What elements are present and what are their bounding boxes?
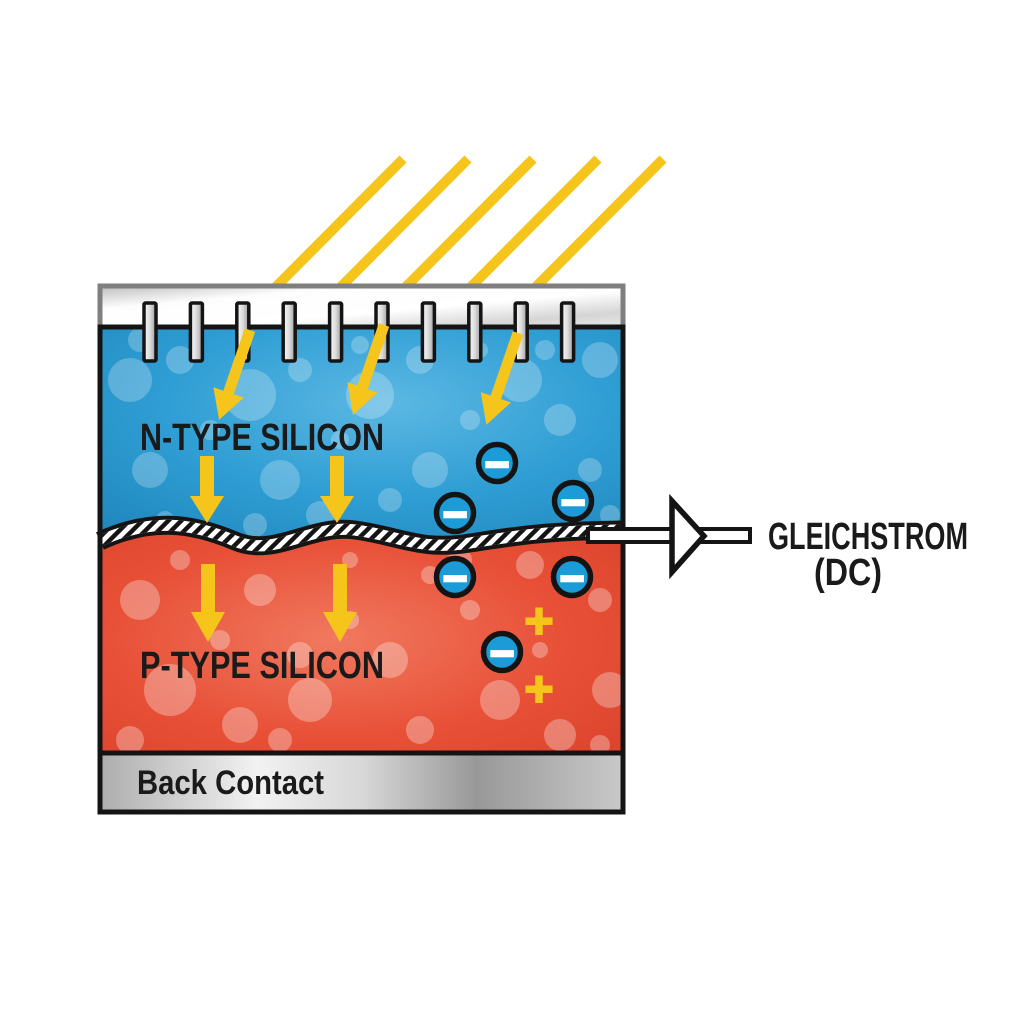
texture-bubble [108, 358, 152, 402]
texture-bubble [590, 735, 610, 753]
electrons-layer: −−−−−− [433, 439, 595, 678]
electron-circle [433, 555, 477, 599]
texture-bubble [460, 600, 480, 620]
minus-icon: − [561, 479, 586, 526]
holes-layer: ++ [523, 592, 554, 718]
contact-finger [188, 301, 205, 363]
drift-arrow [320, 456, 354, 523]
minus-icon: − [560, 555, 585, 602]
texture-bubble [588, 588, 612, 612]
texture-bubble [268, 728, 292, 752]
refracted-ray-arrow [480, 331, 524, 425]
dc-label-line1: GLEICHSTROM [768, 516, 968, 558]
n-type-label: N-TYPE SILICON [140, 417, 384, 459]
texture-bubble [592, 672, 623, 708]
texture-bubble [378, 488, 402, 512]
drift-arrows [190, 456, 357, 642]
back-contact-label: Back Contact [137, 764, 324, 802]
dc-label-line2: (DC) [814, 552, 882, 594]
dc-arrowhead [669, 493, 708, 580]
electron: − [475, 439, 519, 489]
texture-bubble [480, 680, 520, 720]
electron-circle [475, 441, 519, 485]
texture-bubble [210, 630, 230, 650]
texture-bubble [170, 550, 190, 570]
p-type-layer [100, 525, 623, 753]
contact-finger [142, 301, 158, 363]
texture-bubble [132, 452, 168, 488]
texture-bubble [351, 336, 369, 354]
pn-junction [96, 515, 624, 556]
texture-bubble [200, 420, 220, 440]
dc-arrow [586, 493, 752, 580]
contact-finger [327, 301, 344, 363]
electron-circle [551, 479, 595, 523]
texture-bubble [222, 707, 258, 743]
texture-bubble [120, 580, 160, 620]
texture-bubble [516, 551, 544, 579]
electron-circle [480, 630, 524, 674]
electron: − [480, 628, 524, 678]
texture-bubble [532, 642, 548, 658]
drift-arrow [323, 564, 357, 642]
cell-border [97, 324, 626, 815]
texture-bubble [582, 342, 618, 378]
texture-bubble [260, 460, 300, 500]
minus-icon: − [443, 555, 468, 602]
texture-bubble [288, 678, 332, 722]
p-type-label: P-TYPE SILICON [140, 645, 384, 687]
electron: − [433, 553, 477, 603]
contact-finger [420, 301, 437, 363]
refracted-ray-arrows [213, 323, 524, 425]
texture-bubble [544, 404, 576, 436]
texture-bubble [544, 719, 576, 751]
contact-finger [467, 301, 483, 363]
texture-bubble [288, 358, 312, 382]
texture-bubble [287, 642, 313, 668]
texture-bubble [243, 513, 267, 537]
texture-bubble [244, 574, 276, 606]
contact-finger [559, 301, 576, 363]
drift-arrow [190, 456, 224, 523]
electron: − [550, 553, 594, 603]
texture-bubble [331, 431, 349, 449]
refracted-ray-arrow [347, 323, 390, 415]
dc-arrow-shaft [586, 527, 752, 544]
contact-finger [281, 301, 297, 363]
electron-circle [550, 555, 594, 599]
electron-circle [433, 491, 477, 535]
texture-bubble [460, 410, 480, 430]
texture-bubble [535, 340, 555, 360]
texture-bubble [166, 346, 194, 374]
glass-cover-layer [97, 283, 626, 335]
p-type-region [100, 525, 623, 753]
plus-icon: + [524, 593, 553, 649]
texture-bubble [412, 452, 448, 488]
electron: − [433, 489, 477, 539]
texture-bubble [578, 458, 602, 482]
minus-icon: − [490, 630, 515, 677]
texture-bubble [406, 716, 434, 744]
electron: − [551, 477, 595, 527]
texture-bubble [372, 642, 408, 678]
drift-arrow [191, 564, 225, 642]
minus-icon: − [443, 491, 468, 538]
minus-icon: − [485, 441, 510, 488]
plus-icon: + [524, 661, 553, 717]
texture-bubble [600, 505, 620, 525]
texture-bubble [144, 664, 196, 716]
refracted-ray-arrow [213, 328, 256, 420]
texture-bubble [116, 726, 144, 753]
